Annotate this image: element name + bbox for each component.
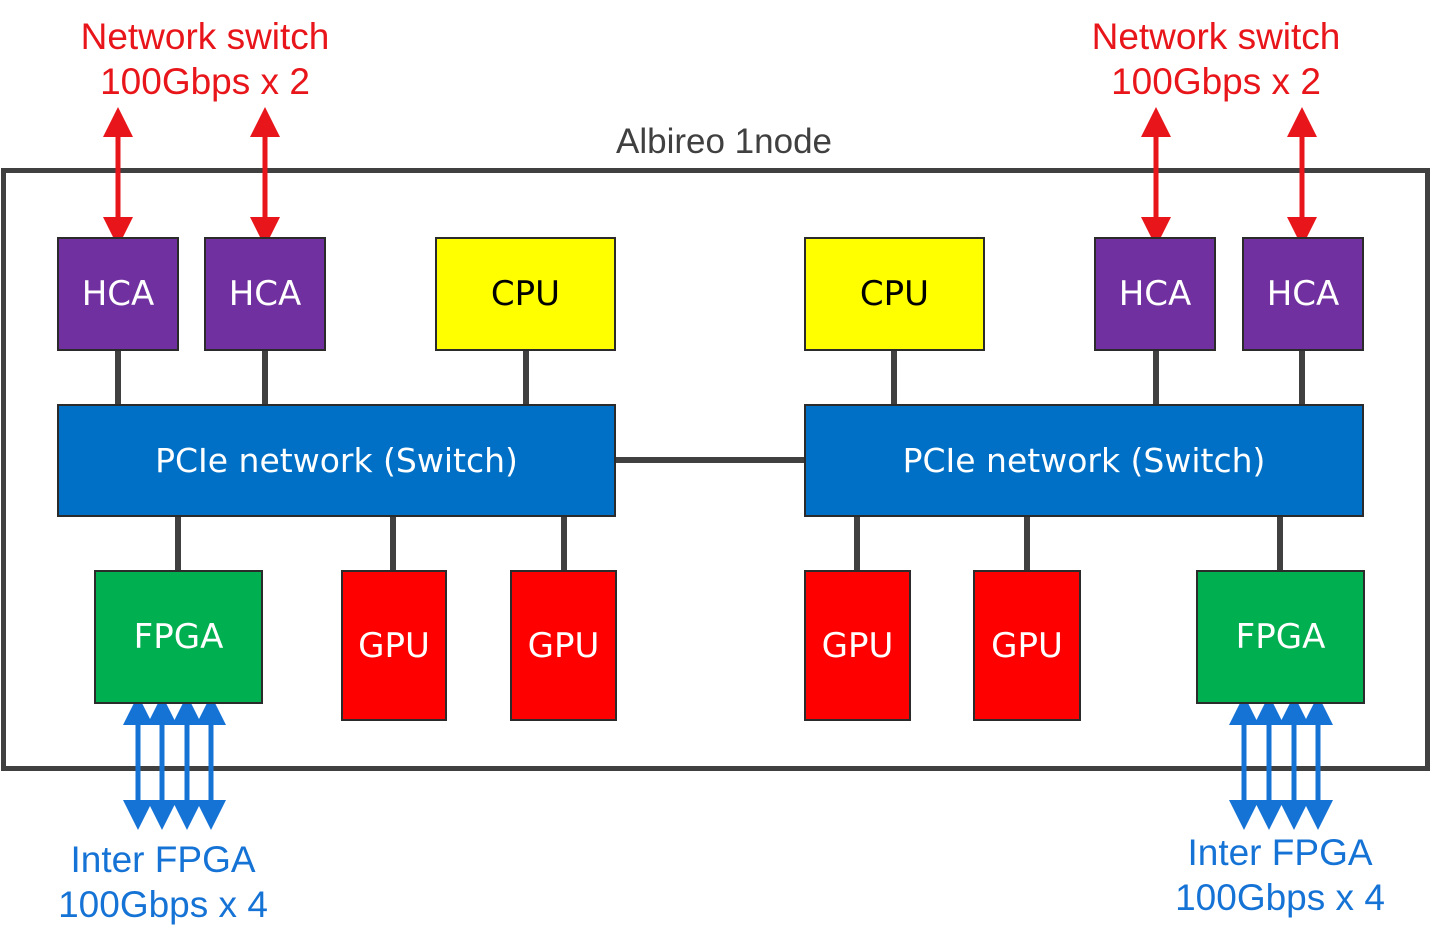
network-switch-label-right: Network switch 100Gbps x 2 [1066,14,1366,104]
hca-box-2: HCA [204,237,326,351]
gpu-box-1: GPU [341,570,447,721]
network-switch-label-left-line1: Network switch [80,16,330,57]
hca-box-1: HCA [57,237,179,351]
node-title: Albireo 1node [616,122,832,161]
gpu-box-4: GPU [973,570,1081,721]
inter-fpga-label-left: Inter FPGA 100Gbps x 4 [13,837,313,927]
cpu-box-left: CPU [435,237,616,351]
pcie-switch-right: PCIe network (Switch) [804,404,1364,517]
network-switch-label-right-line2: 100Gbps x 2 [1111,61,1321,102]
pcie-switch-left: PCIe network (Switch) [57,404,616,517]
hca-box-4: HCA [1242,237,1364,351]
fpga-arrows [123,695,1333,830]
inter-fpga-label-right: Inter FPGA 100Gbps x 4 [1130,830,1430,920]
internal-links [115,350,1305,571]
fpga-box-right: FPGA [1196,570,1365,704]
network-switch-label-left-line2: 100Gbps x 2 [100,61,310,102]
gpu-box-2: GPU [510,570,617,721]
gpu-box-3: GPU [804,570,911,721]
hca-box-3: HCA [1094,237,1216,351]
inter-fpga-label-left-line2: 100Gbps x 4 [58,884,268,925]
inter-fpga-label-left-line1: Inter FPGA [70,839,256,880]
fpga-box-left: FPGA [94,570,263,704]
network-switch-label-left: Network switch 100Gbps x 2 [55,14,355,104]
cpu-box-right: CPU [804,237,985,351]
inter-fpga-label-right-line1: Inter FPGA [1187,832,1373,873]
node-frame [1,168,1430,771]
network-arrows [103,107,1317,247]
inter-fpga-label-right-line2: 100Gbps x 4 [1175,877,1385,918]
network-switch-label-right-line1: Network switch [1091,16,1341,57]
